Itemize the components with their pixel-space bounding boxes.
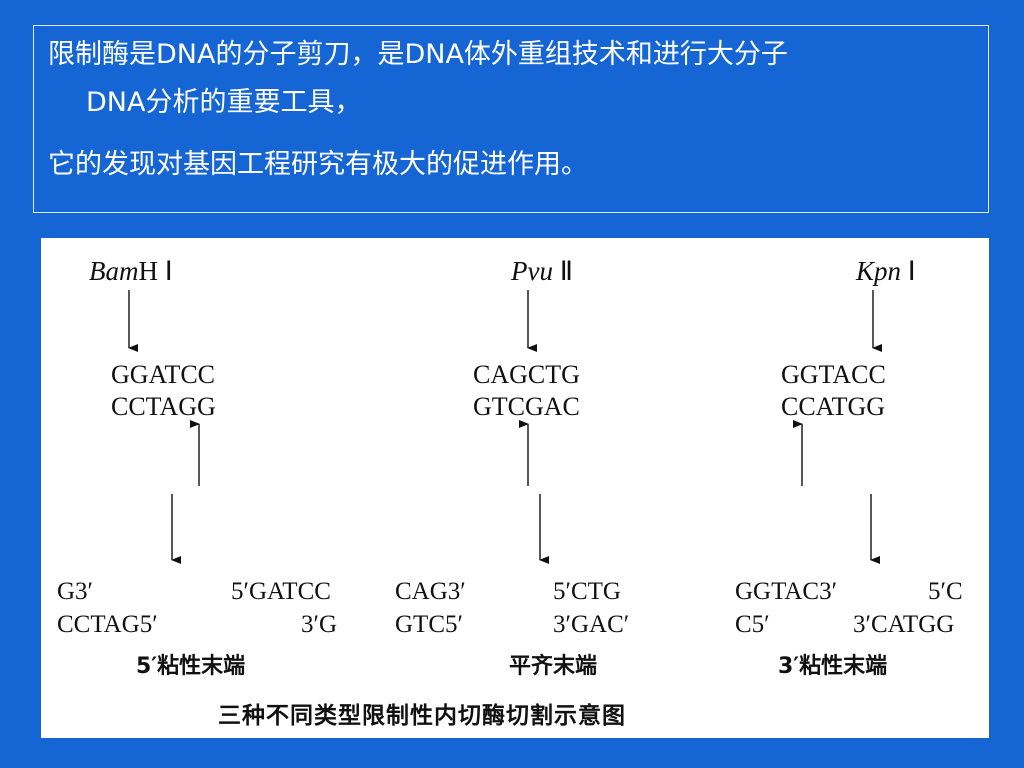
intro-line-1: 限制酶是DNA的分子剪刀，是DNA体外重组技术和进行大分子 <box>48 39 788 70</box>
kpni-end-type: 3′粘性末端 <box>778 654 888 679</box>
figure-caption: 三种不同类型限制性内切酶切割示意图 <box>218 703 626 729</box>
pvuii-right-top: 5′CTG <box>553 578 621 605</box>
pvuii-name: Pvu Ⅱ <box>511 256 574 286</box>
intro-line-2: DNA分析的重要工具， <box>86 87 362 118</box>
kpni-right-top: 5′C <box>928 578 963 605</box>
pvuii-seq-top: CAGCTG <box>473 360 580 389</box>
pvuii-left-bottom: GTC5′ <box>395 611 463 638</box>
intro-line-3: 它的发现对基因工程研究有极大的促进作用。 <box>48 149 588 180</box>
arrow-layer <box>128 290 882 564</box>
bamhi-end-type: 5′粘性末端 <box>136 654 246 679</box>
bamhi-right-bottom: 3′G <box>301 611 338 638</box>
bamhi-seq-top: GGATCC <box>111 360 216 389</box>
kpni-left-bottom: C5′ <box>735 611 770 638</box>
kpni-left-top: GGTAC3′ <box>735 578 838 605</box>
pvuii-end-type: 平齐末端 <box>509 654 598 679</box>
bamhi-left-top: G3′ <box>57 578 94 605</box>
pvuii-seq-bottom: GTCGAC <box>473 392 580 421</box>
kpni-name: Kpn Ⅰ <box>856 256 916 286</box>
restriction-enzyme-figure: BamH Ⅰ GGATCC CCTAGG G3′ CCTAG5′ 5′GATCC… <box>41 238 989 738</box>
kpni-seq-bottom: CCATGG <box>781 392 886 421</box>
bamhi-seq-bottom: CCTAGG <box>111 392 216 421</box>
intro-text-box: 限制酶是DNA的分子剪刀，是DNA体外重组技术和进行大分子 DNA分析的重要工具… <box>33 25 989 213</box>
bamhi-right-top: 5′GATCC <box>231 578 331 605</box>
pvuii-left-top: CAG3′ <box>395 578 466 605</box>
kpni-right-bottom: 3′CATGG <box>853 611 955 638</box>
kpni-seq-top: GGTACC <box>781 360 886 389</box>
bamhi-left-bottom: CCTAG5′ <box>57 611 158 638</box>
bamhi-name: BamH Ⅰ <box>89 256 173 286</box>
pvuii-right-bottom: 3′GAC′ <box>553 611 630 638</box>
